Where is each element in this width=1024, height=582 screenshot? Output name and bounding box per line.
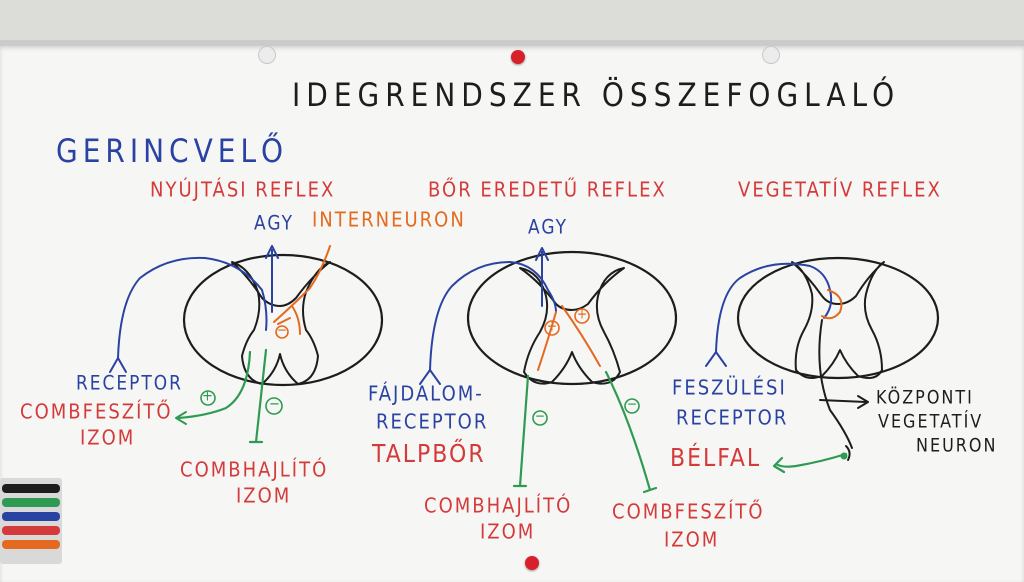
ganglion-node-3 xyxy=(840,452,848,460)
magnet-bottom xyxy=(525,556,539,570)
sign-1a: + xyxy=(202,388,213,406)
ganglion-mark-3 xyxy=(845,445,851,461)
gray-matter-2 xyxy=(519,267,625,385)
section-heading: GERINCVELŐ xyxy=(56,132,289,170)
receptor-fork-1 xyxy=(109,357,127,373)
marker-red[interactable] xyxy=(2,526,60,535)
sign-circle-2a xyxy=(532,410,548,426)
ascending-tract-2 xyxy=(535,247,549,307)
extensor-sub-2: IZOM xyxy=(664,528,720,553)
sign-circle-2b xyxy=(624,398,640,414)
receptor-fork-3 xyxy=(705,351,727,367)
gray-matter-1 xyxy=(231,261,331,385)
peg-left xyxy=(258,46,276,64)
excitatory-synapse-2b xyxy=(574,308,590,324)
site-label-3: BÉLFAL xyxy=(670,444,762,473)
peg-right xyxy=(762,46,780,64)
sign-2c: − xyxy=(535,408,546,425)
vegetative-pointer-3 xyxy=(819,395,869,409)
receptor-label-2a: FÁJDALOM- xyxy=(368,382,484,407)
extensor-label-2: COMBFESZÍTŐ xyxy=(612,500,765,525)
interneuron-loop-3 xyxy=(821,289,843,320)
neuron-label-3a: KÖZPONTI xyxy=(876,386,974,408)
excitatory-synapse-2a xyxy=(544,320,560,336)
magnet-top xyxy=(511,50,525,64)
agy-label-1: AGY xyxy=(254,212,295,235)
flexor-motor-2 xyxy=(512,374,530,488)
marker-orange[interactable] xyxy=(2,540,60,549)
marker-green[interactable] xyxy=(2,498,60,507)
sign-1c: − xyxy=(277,322,288,339)
cross-section-2 xyxy=(466,250,678,386)
sign-2a: + xyxy=(547,318,558,335)
extensor-motor-1 xyxy=(176,350,252,420)
interneuron-fiber-1 xyxy=(273,245,331,323)
whiteboard xyxy=(0,40,1024,582)
sign-2b: + xyxy=(577,306,588,323)
afferent-fiber-2 xyxy=(429,261,557,371)
cross-section-1 xyxy=(182,253,384,387)
ascending-tract-1 xyxy=(265,245,279,313)
flexor-label-2: COMBHAJLÍTÓ xyxy=(424,494,573,519)
interneuron-fiber-2a xyxy=(537,311,557,371)
flexor-label-1: COMBHAJLÍTÓ xyxy=(180,458,329,483)
postganglionic-fiber-3 xyxy=(772,452,848,474)
interneuron-link-1 xyxy=(277,305,301,335)
sign-circle-1b xyxy=(265,397,283,415)
receptor-label-3a: FESZÜLÉSI xyxy=(672,376,787,401)
receptor-label-2b: RECEPTOR xyxy=(376,410,489,435)
neuron-label-3c: NEURON xyxy=(916,434,998,456)
cross-section-3 xyxy=(736,256,940,380)
agy-label-2: AGY xyxy=(528,216,569,239)
site-label-2: TALPBŐR xyxy=(372,440,486,469)
wall xyxy=(0,0,1024,42)
extensor-arrow-1 xyxy=(175,411,187,425)
inhibitory-synapse-1 xyxy=(275,325,289,339)
page-title: IDEGRENDSZER ÖSSZEFOGLALÓ xyxy=(292,76,901,114)
sign-2d: − xyxy=(627,396,638,413)
flexor-motor-1 xyxy=(248,348,268,444)
receptor-fork-2 xyxy=(419,369,441,385)
flexor-sub-2: IZOM xyxy=(480,520,536,545)
extensor-label-1: COMBFESZÍTŐ xyxy=(20,400,173,425)
afferent-fiber-1 xyxy=(117,256,268,359)
marker-tray xyxy=(0,478,62,564)
interneuron-label: INTERNEURON xyxy=(312,208,466,233)
marker-black[interactable] xyxy=(2,484,60,493)
flexor-sub-1: IZOM xyxy=(236,484,292,509)
sign-1b: − xyxy=(269,396,280,414)
marker-blue[interactable] xyxy=(2,512,60,521)
reflex-heading-2: BŐR EREDETŰ REFLEX xyxy=(428,178,667,203)
neuron-label-3b: VEGETATÍV xyxy=(878,410,984,432)
reflex-heading-3: VEGETATÍV REFLEX xyxy=(738,178,942,203)
gray-matter-3 xyxy=(791,261,885,379)
receptor-label-1: RECEPTOR xyxy=(76,372,183,395)
sign-circle-1a xyxy=(200,390,216,406)
extensor-sub-1: IZOM xyxy=(80,426,136,451)
extensor-motor-2 xyxy=(604,370,658,494)
afferent-fiber-3 xyxy=(715,262,833,353)
interneuron-fiber-2b xyxy=(561,305,601,367)
receptor-label-3b: RECEPTOR xyxy=(676,406,789,431)
reflex-heading-1: NYÚJTÁSI REFLEX xyxy=(150,178,336,203)
vegetative-efferent-3 xyxy=(818,319,853,449)
